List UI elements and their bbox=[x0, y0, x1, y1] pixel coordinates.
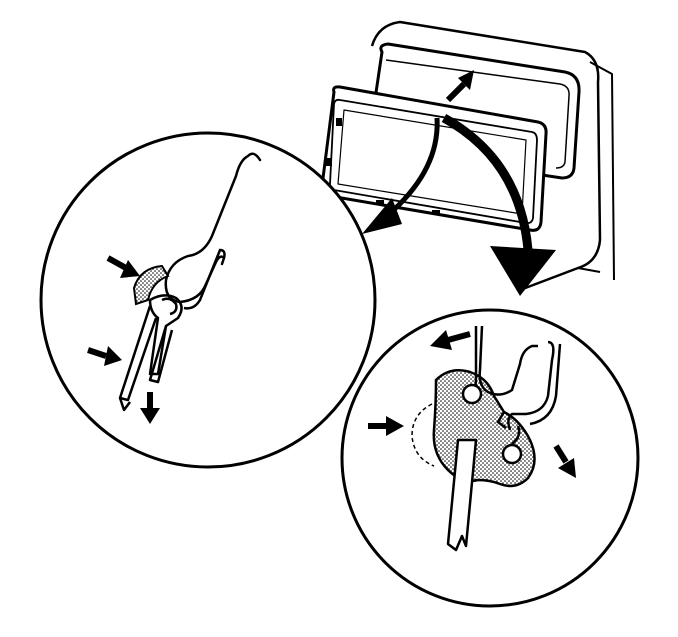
arrow-right-detail-left bbox=[368, 416, 404, 436]
arrow-left-detail-2 bbox=[87, 346, 122, 366]
clip-ball-2 bbox=[501, 443, 523, 465]
trim-strip bbox=[446, 438, 478, 552]
push-arrow-top bbox=[445, 70, 474, 103]
arrow-left-detail-down bbox=[140, 392, 160, 424]
detail-circle-right bbox=[340, 308, 640, 608]
vehicle-body bbox=[370, 20, 615, 292]
weatherstrip-section bbox=[132, 264, 170, 306]
pliers-tool bbox=[118, 294, 183, 412]
window-glass-panel bbox=[320, 85, 548, 232]
clip-ball-1 bbox=[461, 383, 483, 405]
arrow-right-detail-top bbox=[430, 330, 471, 350]
callout-arrow-right bbox=[441, 114, 556, 296]
arrow-right-detail-down bbox=[553, 444, 576, 478]
arrow-left-detail-1 bbox=[106, 255, 140, 278]
hook-wire-right bbox=[478, 325, 538, 396]
callout-arrow-left bbox=[362, 117, 440, 234]
detail-circle-left bbox=[39, 131, 377, 469]
